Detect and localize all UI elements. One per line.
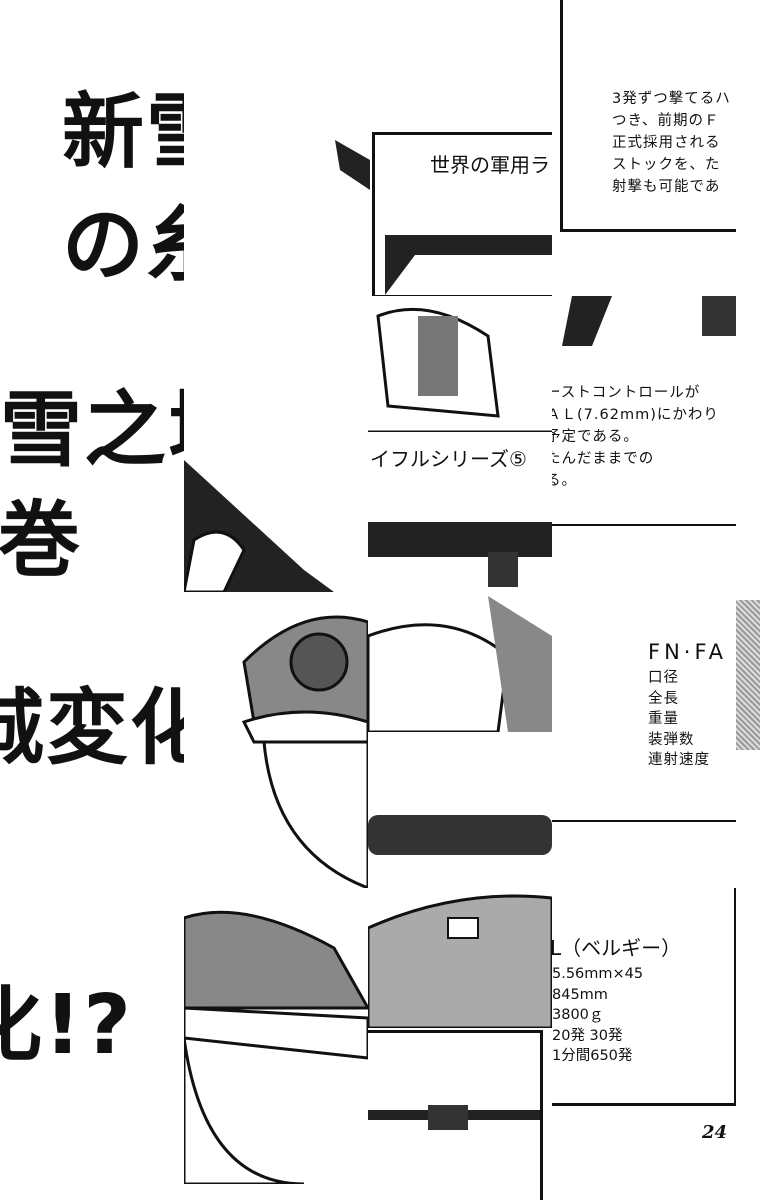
illustration-officer-face: [184, 592, 368, 888]
spec-value: 3800ｇ: [552, 1007, 604, 1023]
title-line-6: 化!?: [0, 978, 133, 1073]
description-b-line: 予定である。: [552, 429, 639, 445]
spec-value: 20発 30発: [552, 1027, 623, 1044]
illustration-rifle-handguard: [368, 805, 552, 865]
illustration-uniform-arm: [368, 596, 552, 732]
title-line-1: 新雪: [62, 85, 184, 180]
description-a-line: つき、前期のＦ: [612, 113, 720, 129]
illustration-officer-face-2: [184, 888, 368, 1184]
illustration-rifle-barrel: [368, 1090, 543, 1150]
series-header-panel: 世界の軍用ラ: [372, 132, 575, 298]
title-line-3: 雪之城: [0, 383, 184, 478]
title-line-5: 城変化: [0, 681, 184, 776]
description-b-line: ーストコントロールが: [552, 385, 701, 401]
series-header-part2: イフルシリーズ⑤: [370, 447, 527, 471]
series-header-part1: 世界の軍用ラ: [430, 153, 550, 177]
description-a-line: 正式採用される: [612, 135, 721, 151]
illustration-shaded-edge: [736, 600, 760, 750]
description-b-line: る。: [552, 473, 577, 489]
spec-label: 連射速度: [648, 752, 710, 768]
illustration-uniform-collar: [368, 888, 552, 1028]
spec-title: FN·FA: [648, 640, 727, 664]
description-a-line: 3発ずつ撃てるハ: [612, 91, 731, 107]
description-a-line: ストックを、た: [612, 157, 721, 173]
illustration-rifle-body: [368, 492, 552, 592]
description-tile-b: ーストコントロールが ＡＬ(7.62mm)にかわり 予定である。 たんだままでの…: [552, 380, 736, 500]
spec-label: 口径: [648, 670, 679, 686]
description-tile-a: 3発ずつ撃てるハ つき、前期のＦ 正式採用される ストックを、た 射撃も可能であ: [552, 0, 736, 296]
illustration-gun-muzzle: [330, 130, 370, 260]
spec-label: 全長: [648, 690, 679, 707]
gun-drawing-icon: [184, 460, 334, 592]
title-column: 新雪 の糸 雪之城 巻 城変化 化!?: [0, 0, 184, 1200]
description-b-line: たんだままでの: [552, 451, 655, 467]
illustration-rifle-stock: [552, 296, 736, 366]
page-number: 24: [702, 1122, 728, 1143]
illustration-hand-grip: [368, 296, 552, 432]
spec-value: 5.56mm×45: [552, 966, 644, 982]
spec-tile-labels: FN·FA 口径 全長 重量 装弾数 連射速度: [552, 592, 736, 822]
title-line-2: の糸: [62, 198, 184, 293]
description-a-line: 射撃も可能であ: [612, 179, 721, 195]
illustration-gun-hand: [184, 420, 368, 592]
title-line-4: 巻: [0, 493, 83, 588]
spec-title-rest: L（ベルギー）: [552, 936, 682, 960]
panel-border: [540, 1030, 543, 1200]
spec-tile-values: L（ベルギー） 5.56mm×45 845mm 3800ｇ 20発 30発 1分…: [552, 888, 736, 1188]
spec-label: 重量: [648, 711, 679, 727]
panel-border: [552, 524, 736, 526]
spec-value: 1分間650発: [552, 1048, 633, 1064]
description-b-line: ＡＬ(7.62mm)にかわり: [552, 407, 719, 423]
panel-border: [368, 1030, 543, 1033]
spec-value: 845mm: [552, 986, 608, 1003]
spec-label: 装弾数: [648, 731, 695, 748]
